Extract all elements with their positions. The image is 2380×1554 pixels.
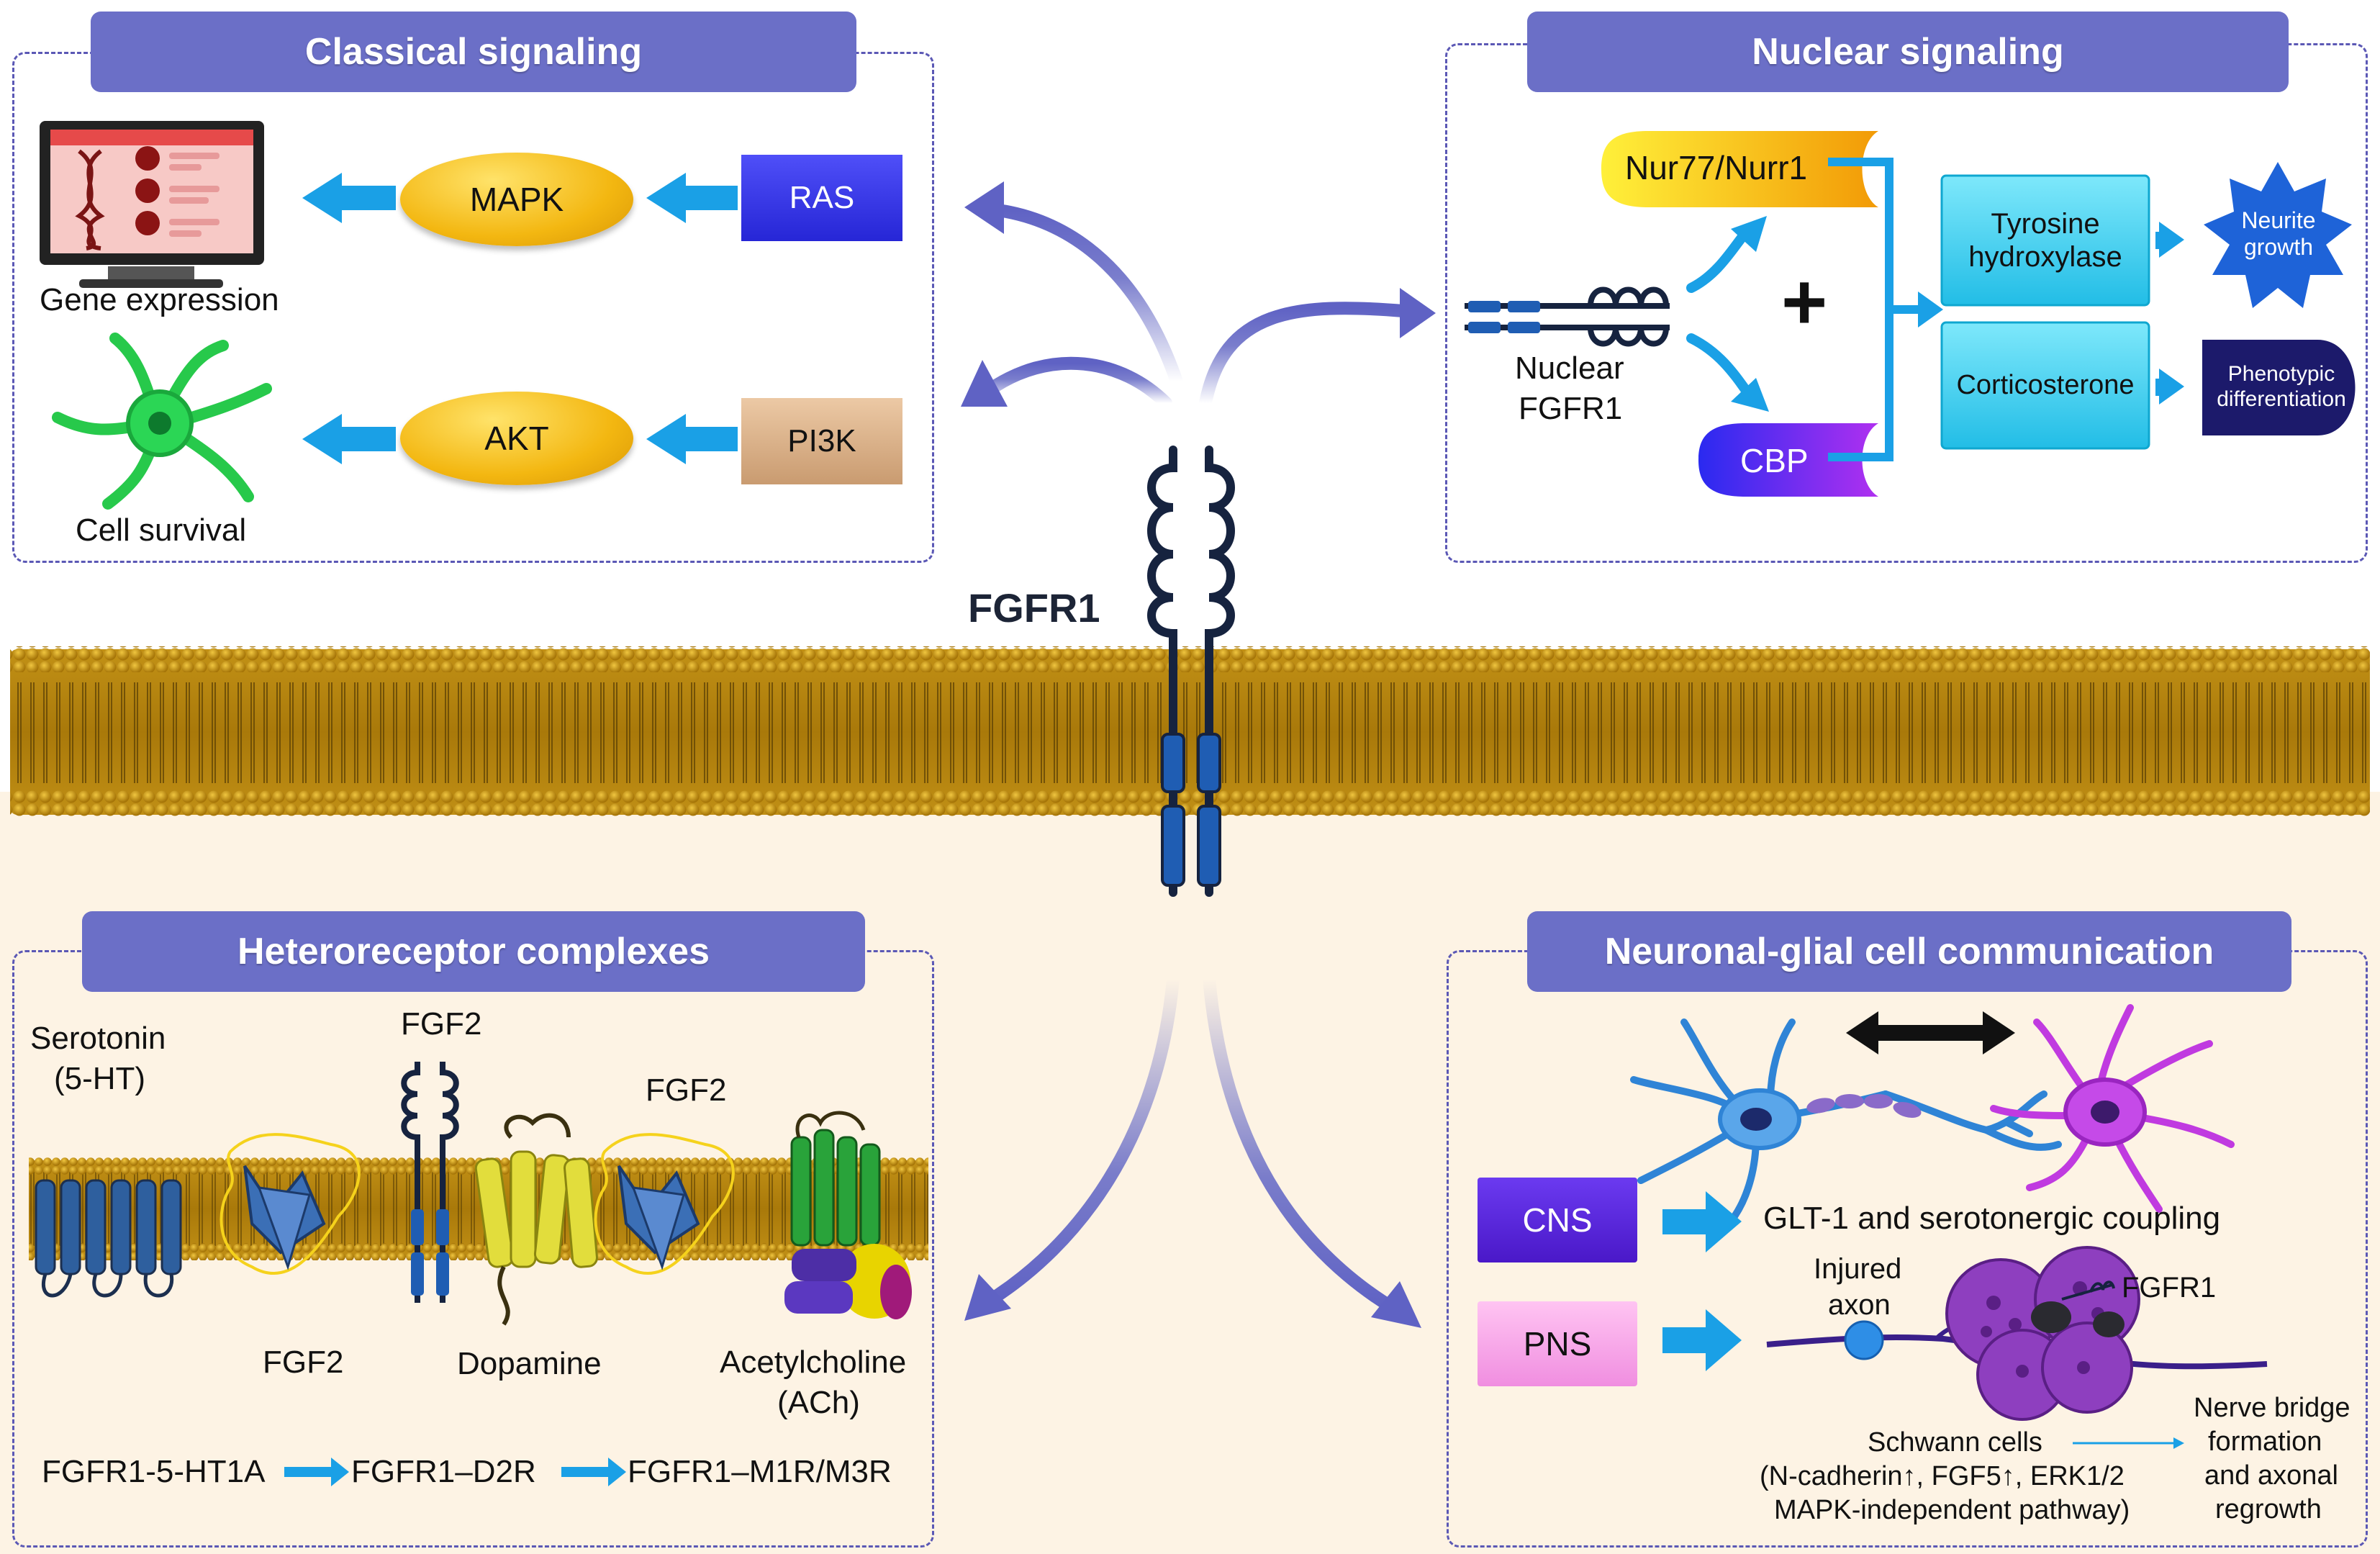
chain-fgfr1-m1r-m3r: FGFR1–M1R/M3R [628,1454,892,1489]
nuclear-title: Nuclear signaling [1527,12,2289,92]
classical-blue-arrows [302,173,738,464]
tyrosine-label-line2: hydroxylase [1968,241,2122,273]
pns-node: PNS [1478,1301,1637,1386]
hetero-fgfr1 [401,1062,459,1303]
cns-box [1478,1178,1637,1262]
fgf2-protein-right [594,1133,735,1275]
pns-box [1478,1301,1637,1386]
purple-glia [1990,1004,2235,1213]
chain-fgfr1-5ht1a: FGFR1-5-HT1A [42,1454,266,1489]
chain-fgfr1-d2r: FGFR1–D2R [351,1454,536,1489]
phenotypic-label-line2: differentiation [2217,387,2346,411]
fgfr1-kinase-domains [1161,733,1221,887]
gene-expression-icon [40,121,264,288]
serotonin-label-line2: (5-HT) [54,1061,146,1096]
cell-membrane [10,646,2370,816]
schwann-label-line2: (N-cadherin↑, FGF5↑, ERK1/2 [1760,1461,2125,1491]
serotonin-receptor [35,1179,182,1298]
hetero-chain-arrows [284,1458,626,1486]
schwann-label-line1: Schwann cells [1868,1427,2042,1458]
acetylcholine-label-line2: (ACh) [777,1385,860,1420]
injured-axon-label-line1: Injured [1814,1253,1902,1285]
myelin-sheath [1806,1094,1922,1118]
bracket-arrowhead [1918,292,1943,327]
neurite-label-line2: growth [2243,234,2314,260]
pathway-arrows [961,181,1436,1328]
neurite-star [2204,162,2352,308]
fgfr1-label: FGFR1 [968,585,1100,631]
nuclear-fgfr1-label-line2: FGFR1 [1519,391,1623,426]
nuclear-fgfr1-icon [1465,286,1670,347]
neuro-fgfr1-label: FGFR1 [2122,1272,2217,1304]
acetylcholine-receptor [784,1111,912,1319]
fgf2-bottom-label: FGF2 [263,1345,344,1380]
tyrosine-hydroxylase-node: Tyrosine hydroxylase [1942,176,2149,305]
fgf2-top-label: FGF2 [401,1006,482,1042]
cns-pns-arrows [1662,1191,1742,1371]
injured-axon-illustration [1766,1246,2268,1421]
cns-label: CNS [1522,1201,1593,1239]
nerve-bridge-label-line4: regrowth [2215,1494,2322,1524]
cns-node: CNS [1478,1178,1637,1262]
cbp-label: CBP [1740,442,1809,479]
phenotypic-shape [2202,340,2356,435]
gene-expression-label: Gene expression [40,282,279,317]
fgf2-protein-left [220,1133,361,1275]
nur77-box [1601,131,1878,207]
corticosterone-node: Corticosterone [1942,322,2149,448]
plus-sign: + [1781,258,1828,346]
nuclear-output-arrows [2155,222,2184,405]
mapk-label: MAPK [469,181,564,218]
nerve-bridge-label-line1: Nerve bridge [2194,1393,2350,1423]
ras-node: RAS [741,155,902,241]
ras-label: RAS [789,179,855,215]
nuclear-bracket [1828,158,1922,461]
phenotypic-label-line1: Phenotypic [2227,362,2335,386]
mapk-node: MAPK [400,153,633,246]
hetero-fgfr1-domains [411,1209,449,1296]
classical-title: Classical signaling [91,12,856,92]
dopamine-label: Dopamine [457,1346,602,1381]
nuclear-panel [1445,43,2368,563]
bidirectional-arrow [1846,1011,2015,1054]
cyan-boxes [1940,174,2150,450]
akt-node: AKT [400,392,633,485]
neurite-label-line1: Neurite [2241,207,2316,234]
acetylcholine-label-line1: Acetylcholine [720,1345,907,1380]
neurite-growth-node: Neurite growth [2222,194,2335,274]
injured-axon-label-line2: axon [1828,1289,1891,1321]
nuclear-branch-arrowheads [1731,216,1769,412]
akt-label: AKT [484,420,549,457]
pi3k-node: PI3K [741,398,902,484]
phenotypic-differentiation-node: Phenotypic differentiation [2199,345,2364,428]
pns-label: PNS [1523,1324,1592,1363]
serotonin-label-line1: Serotonin [30,1021,166,1056]
cbp-box [1698,423,1878,497]
schwann-to-nerve-arrow [2073,1437,2184,1449]
hetero-title: Heteroreceptor complexes [82,911,865,992]
glt1-label: GLT-1 and serotonergic coupling [1763,1201,2221,1236]
dopamine-receptor [474,1113,598,1326]
nerve-bridge-label-line2: formation [2208,1427,2322,1457]
neuro-title: Neuronal-glial cell communication [1527,911,2291,992]
nerve-bridge-label-line3: and axonal [2204,1460,2338,1491]
nuclear-fgfr1-label-line1: Nuclear [1515,351,1624,386]
fgfr1-receptor [1147,446,1235,897]
corticosterone-label: Corticosterone [1956,369,2135,400]
nur77-label: Nur77/Nurr1 [1625,149,1808,186]
cell-survival-label: Cell survival [76,512,247,548]
fgf2-right-label: FGF2 [646,1072,727,1108]
schwann-label-line3: MAPK-independent pathway) [1774,1495,2130,1525]
pi3k-label: PI3K [787,423,856,458]
cell-survival-neuron-icon [52,333,272,510]
tyrosine-label-line1: Tyrosine [1991,208,2100,240]
